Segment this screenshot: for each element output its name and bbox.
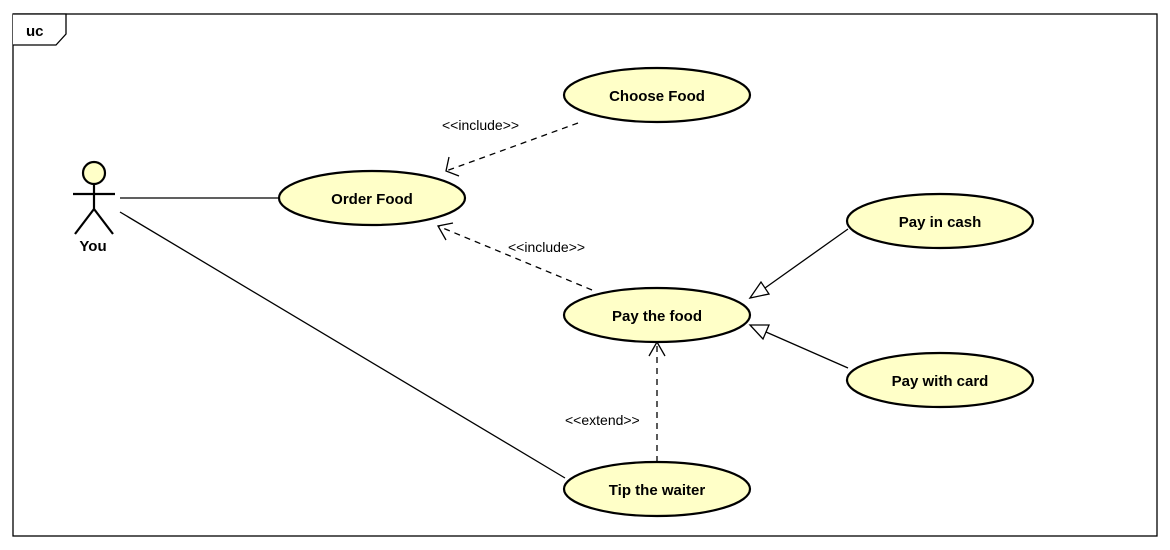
usecase-label-pay-with-card: Pay with card [892,373,989,390]
usecase-pay-with-card[interactable]: Pay with card [845,351,1035,409]
usecase-label-choose-food: Choose Food [609,88,705,105]
include-dependency-choose-food [445,122,579,172]
actor-you[interactable]: You [73,160,115,255]
include-arrowhead-choose-food [445,156,460,177]
include-label-choose-food: <<include>> [442,117,519,133]
include-label-pay-food: <<include>> [508,239,585,255]
actor-right-leg [93,208,114,235]
frame-label: uc [26,23,44,40]
include-arrowhead-pay-food [436,222,454,241]
usecase-pay-in-cash[interactable]: Pay in cash [845,192,1035,250]
extend-label-tip: <<extend>> [565,412,640,428]
generalization-arrowhead-cash [748,280,771,299]
usecase-label-pay-in-cash: Pay in cash [899,214,982,231]
generalization-arrowhead-card [748,324,770,341]
usecase-choose-food[interactable]: Choose Food [562,66,752,124]
usecase-pay-the-food[interactable]: Pay the food [562,286,752,344]
generalization-line-card [765,331,849,369]
actor-label: You [79,238,106,255]
usecase-label-order-food: Order Food [331,191,413,208]
actor-left-leg [74,208,95,235]
actor-head [81,160,107,186]
include-dependency-pay-food [437,225,593,291]
generalization-line-cash [764,228,849,289]
usecase-order-food[interactable]: Order Food [277,169,467,227]
frame-label-tab [13,13,67,46]
usecase-tip-the-waiter[interactable]: Tip the waiter [562,460,752,518]
usecase-label-tip-the-waiter: Tip the waiter [609,482,706,499]
association-tip-waiter [119,211,566,479]
usecase-label-pay-the-food: Pay the food [612,308,702,325]
